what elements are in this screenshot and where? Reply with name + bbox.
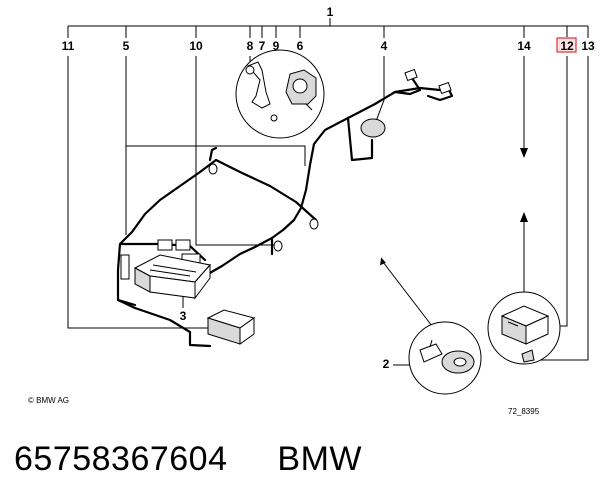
drawing-id: 72_8395: [508, 407, 540, 416]
arrow-down-icon: [520, 148, 528, 158]
brand-name: BMW: [277, 440, 363, 478]
callout-9: 9: [273, 39, 280, 53]
callout-12-highlight: [556, 37, 577, 53]
diagram-svg: 1 11 5 10 8 7 9 6 4 14 12 13 3 2: [28, 5, 595, 416]
part-number: 65758367604: [14, 440, 228, 478]
callout-5: 5: [123, 39, 130, 53]
wiring-harness: [116, 76, 454, 348]
callout-6: 6: [297, 39, 304, 53]
callout-12: 12: [560, 39, 574, 53]
control-unit-3: [133, 254, 211, 300]
callout-10: 10: [189, 39, 203, 53]
callout-11: 11: [62, 39, 75, 53]
callout-bracket: [67, 18, 589, 38]
callout-13: 13: [581, 39, 595, 53]
callout-14: 14: [517, 39, 531, 53]
copyright-label: © BMW AG: [28, 396, 69, 405]
callout-8: 8: [247, 39, 254, 53]
callout-3: 3: [180, 309, 187, 323]
detail-circle-6-9: [235, 49, 325, 139]
module-11: [206, 309, 256, 345]
detail-circle-key: [408, 321, 482, 395]
callout-1: 1: [327, 5, 334, 19]
callout-4: 4: [381, 39, 388, 53]
part-caption: 65758367604 BMW: [14, 440, 362, 479]
detail-circle-module: [487, 291, 561, 365]
callout-2: 2: [383, 357, 390, 371]
arrow-icon: [380, 257, 386, 266]
connectors: [120, 68, 452, 280]
callout-7: 7: [259, 39, 266, 53]
arrow-up-icon: [520, 212, 528, 222]
